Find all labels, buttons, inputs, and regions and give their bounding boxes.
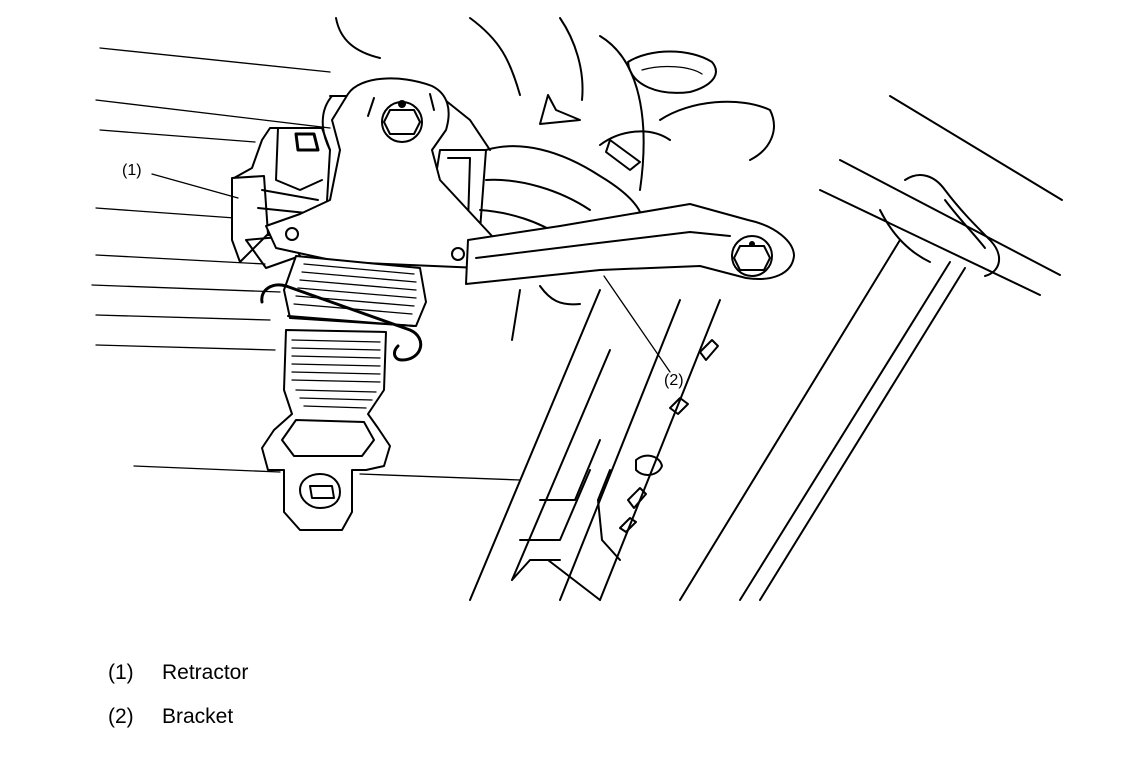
legend-item: (2) Bracket — [108, 704, 233, 730]
mounting-plate — [265, 77, 497, 269]
legend-number: (1) — [108, 661, 134, 684]
vehicle-body-lines — [91, 17, 1063, 481]
bracket — [465, 203, 795, 341]
center-pillar — [469, 239, 966, 601]
legend-label: Retractor — [162, 661, 249, 684]
callout-bracket: (2) — [664, 372, 684, 389]
legend-item: (1) Retractor — [108, 660, 248, 686]
callout-retractor: (1) — [122, 162, 142, 179]
legend-label: Bracket — [162, 705, 234, 728]
leader-lines — [151, 173, 671, 373]
legend-number: (2) — [108, 705, 134, 728]
belt-webbing — [260, 255, 427, 531]
seat-belt-retractor-illustration — [91, 17, 1063, 601]
